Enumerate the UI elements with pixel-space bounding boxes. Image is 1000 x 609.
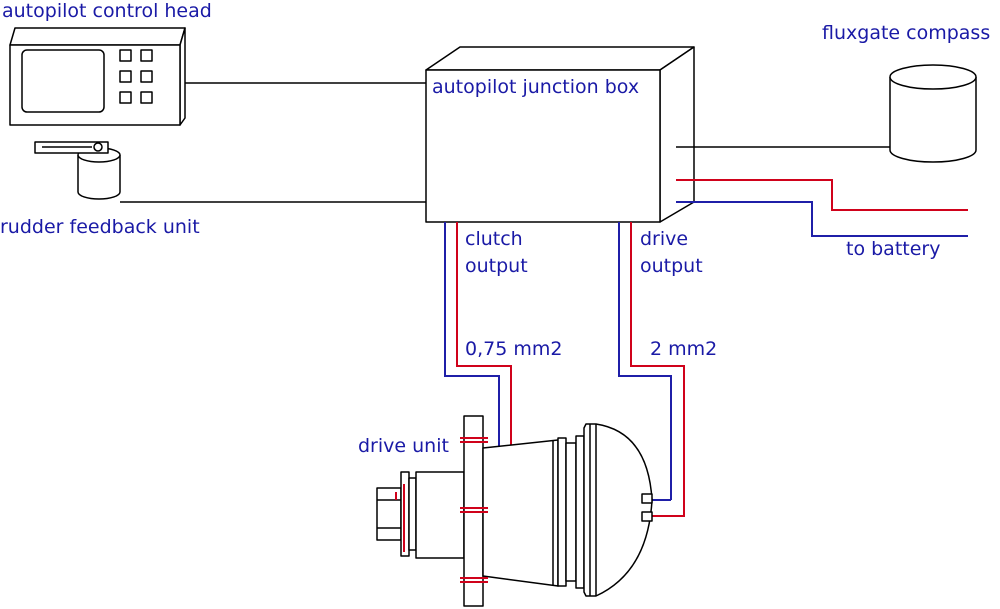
drive-unit-icon — [376, 415, 653, 607]
battery-negative-wire — [676, 201, 968, 237]
clutch-negative-wire — [444, 222, 500, 449]
clutch-output-label-line2: output — [465, 255, 528, 277]
rudder-feedback-label: rudder feedback unit — [0, 216, 200, 238]
drive-negative-wire — [618, 222, 672, 500]
control-head-label: autopilot control head — [2, 0, 212, 22]
drive-positive-wire — [630, 222, 685, 517]
drive-wire-gauge-label: 2 mm2 — [650, 338, 718, 360]
junction-box-shape — [425, 46, 695, 223]
fluxgate-compass-label: fluxgate compass — [822, 22, 991, 44]
battery-positive-wire — [676, 179, 968, 211]
clutch-wire-gauge-label: 0,75 mm2 — [465, 338, 563, 360]
clutch-output-label-line1: clutch — [465, 228, 523, 250]
fluxgate-compass-icon — [889, 64, 977, 163]
junction-box-label: autopilot junction box — [432, 76, 640, 98]
rudder-feedback-icon — [34, 141, 121, 200]
drive-unit-label: drive unit — [358, 435, 449, 457]
control-head-icon — [9, 27, 186, 126]
drive-output-label-line2: output — [640, 255, 703, 277]
drive-unit-bolt-marks — [395, 437, 488, 583]
to-battery-label: to battery — [846, 238, 941, 260]
clutch-positive-wire — [456, 222, 512, 449]
drive-output-label-line1: drive — [640, 228, 689, 250]
